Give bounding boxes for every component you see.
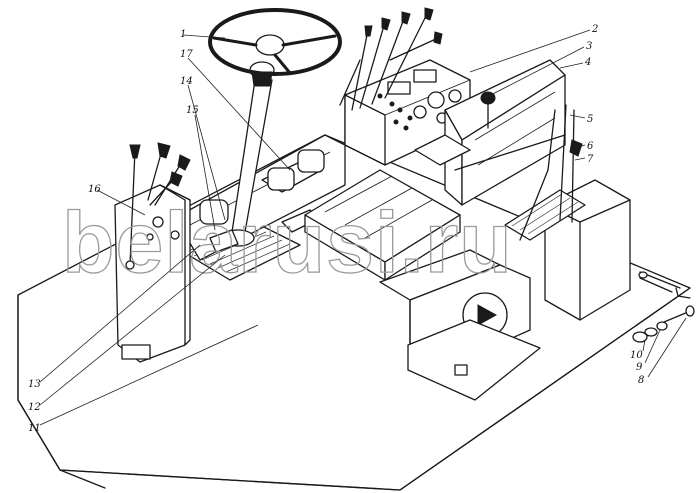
right-mounting-rail: [638, 271, 691, 299]
bolt-washer-nut-set: [632, 305, 695, 343]
callout-9: 9: [636, 362, 643, 373]
callout-8: 8: [638, 375, 644, 386]
panel-levers: [339, 7, 443, 111]
steering-wheel: [208, 8, 342, 76]
callout-17: 17: [180, 49, 193, 60]
right-side-console: [504, 104, 631, 321]
callout-15: 15: [186, 105, 199, 116]
left-control-levers: [125, 142, 191, 270]
seat-suspension-base: [379, 249, 541, 401]
site-watermark: belarusi.ru: [61, 194, 513, 291]
callout-1: 1: [180, 29, 186, 40]
callout-6: 6: [587, 141, 594, 152]
callout-labels: 1 2 3 4 5 6 7 8 9 10 11 12 13 14 15 16 1…: [28, 24, 644, 434]
callout-leader-lines: [39, 29, 687, 426]
left-lever-console: [114, 184, 191, 363]
callout-10: 10: [630, 350, 643, 361]
callout-14: 14: [180, 76, 193, 87]
watermark-text: belarusi.ru: [62, 195, 513, 291]
callout-5: 5: [587, 114, 593, 125]
callout-7: 7: [587, 154, 594, 165]
callout-12: 12: [28, 402, 41, 413]
callout-16: 16: [88, 184, 101, 195]
floor-mat-hatching: [179, 219, 301, 281]
callout-3: 3: [586, 41, 592, 52]
callout-13: 13: [28, 379, 41, 390]
operator-seat: [304, 59, 566, 281]
callout-4: 4: [584, 57, 591, 68]
callout-2: 2: [591, 24, 598, 35]
callout-11: 11: [28, 423, 41, 434]
